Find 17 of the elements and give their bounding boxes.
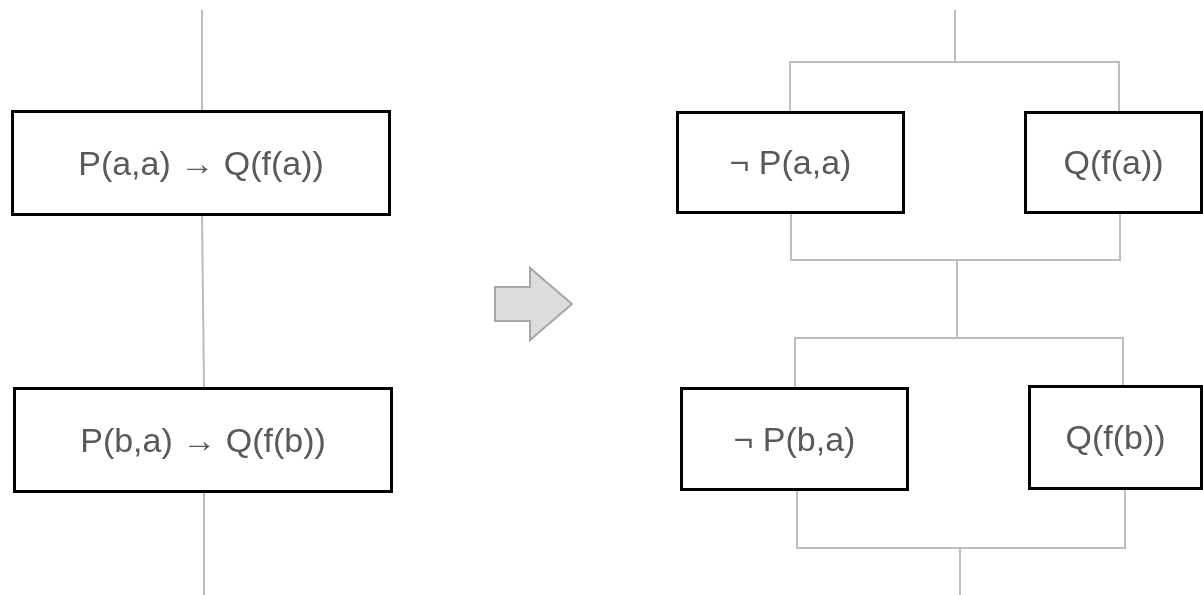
formula-text: P(b,a) → Q(f(b)) [80, 420, 326, 460]
connector-line [201, 9, 203, 111]
formula-box [1028, 385, 1203, 490]
formula-box [13, 387, 393, 493]
formula-box [680, 387, 909, 491]
formula-text: ¬ P(a,a) [729, 143, 852, 182]
formula-box [676, 111, 905, 214]
connector-line [959, 489, 1126, 595]
connector-line [201, 215, 205, 388]
connector-line [203, 492, 205, 595]
formula-box [1024, 111, 1203, 214]
formula-text: ¬ P(b,a) [733, 419, 856, 459]
formula-box [11, 110, 391, 216]
formula-text: P(a,a) → Q(f(a)) [78, 143, 324, 183]
formula-text: Q(f(a)) [1063, 143, 1164, 182]
formula-text: Q(f(b)) [1065, 418, 1166, 457]
connector-line [954, 9, 1120, 112]
